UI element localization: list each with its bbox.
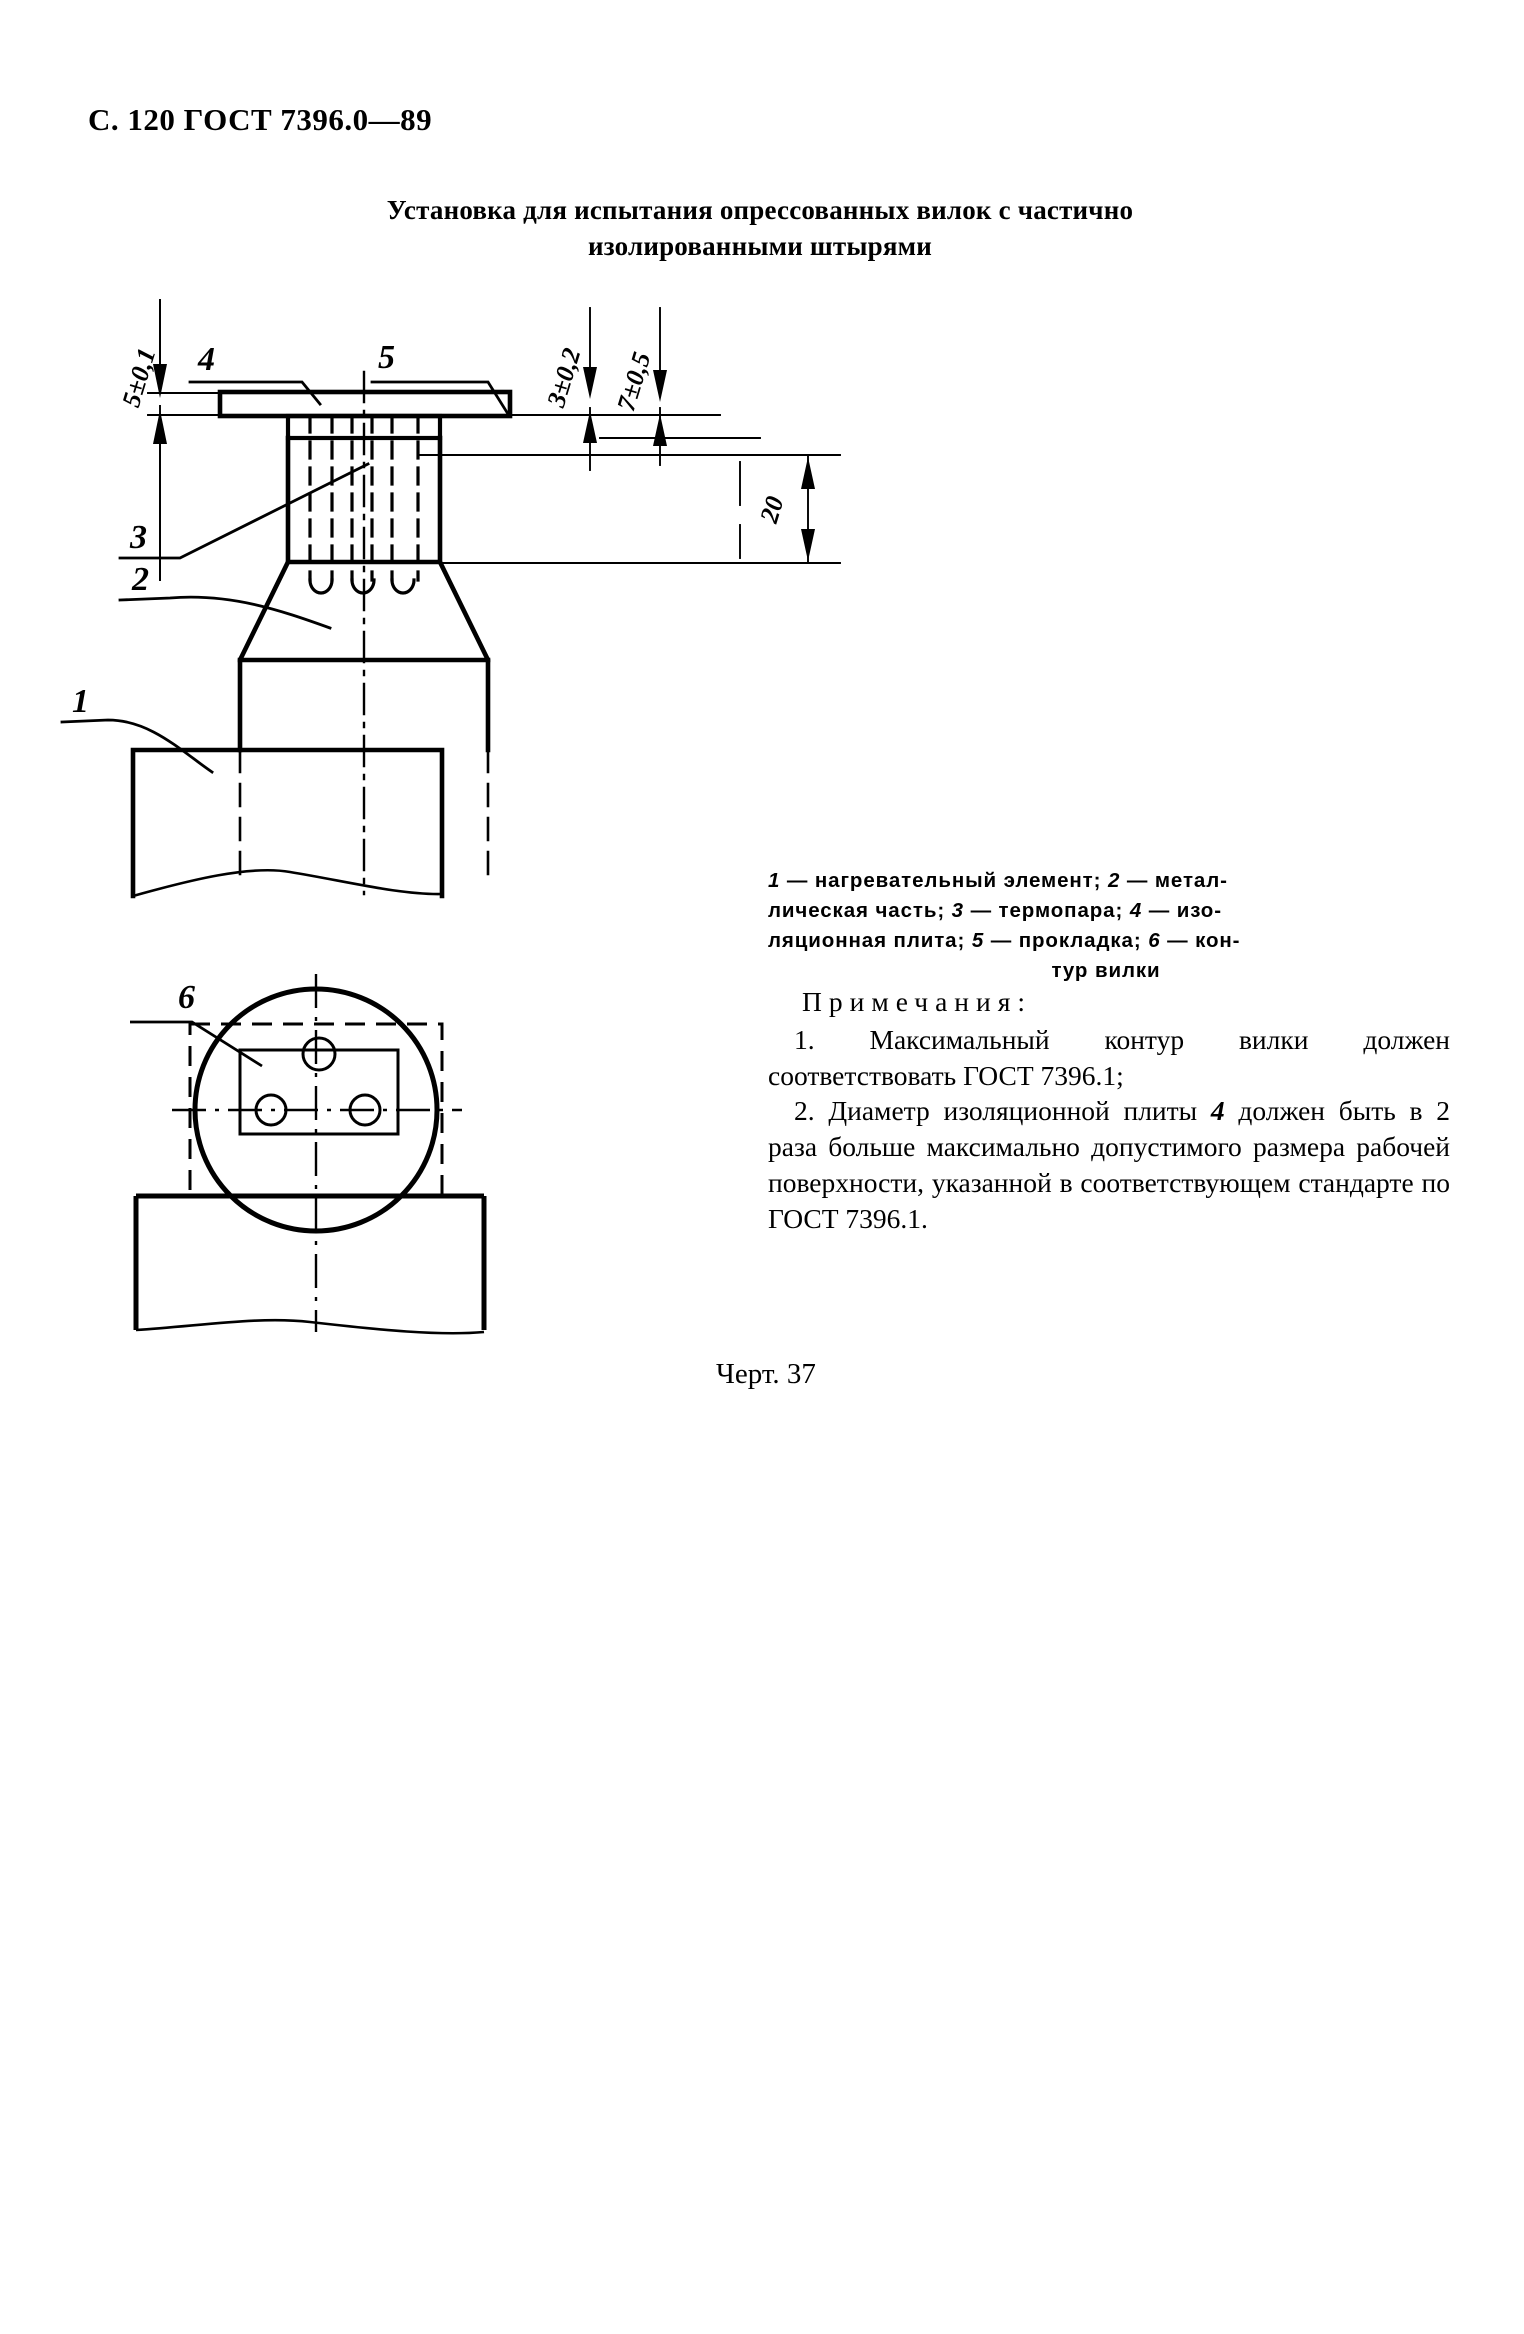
note-item-2: 2. Диаметр изоляционной плиты 4 должен б…	[768, 1093, 1450, 1236]
metal-body-taper-right	[436, 558, 491, 753]
pin-tips	[308, 578, 416, 595]
legend-item-5-marker: 5	[971, 929, 985, 953]
dimension-label-20: 20	[754, 493, 790, 527]
figure-title-line-1: Установка для испытания опрессованных ви…	[386, 195, 1134, 225]
heating-element-1-outline	[130, 747, 445, 899]
pins-hidden-outline	[308, 414, 420, 582]
leader-line-6	[130, 1020, 263, 1068]
dim-arrow-5	[153, 364, 167, 444]
note-item-2-callout-ref: 4	[1210, 1095, 1225, 1127]
hidden-edges-lower	[238, 748, 490, 882]
metal-body-upper	[285, 435, 443, 565]
page-running-head: С. 120 ГОСТ 7396.0—89	[88, 102, 433, 137]
plan-view-svg: 6	[130, 974, 487, 1335]
legend-item-2-text-cont: лическая часть;	[768, 899, 952, 923]
figure-notes: Примечания: 1. Максимальный контур вилки…	[768, 984, 1450, 1236]
legend-item-5-text: — прокладка;	[984, 929, 1149, 953]
legend-item-4-marker: 4	[1129, 899, 1143, 923]
legend-line-1: 1 — нагревательный элемент; 2 — метал-	[768, 866, 1444, 896]
callout-label-2: 2	[131, 561, 149, 598]
metal-body-taper-left	[237, 558, 292, 753]
technical-drawing-side-view: 5±0,1 3±0,2 7±0,5 20 4 5 3 2 1	[60, 280, 920, 899]
legend-item-6-marker: 6	[1148, 929, 1161, 953]
legend-item-1-text: — нагревательный элемент;	[780, 869, 1108, 892]
callout-label-1: 1	[72, 683, 89, 720]
callout-label-3: 3	[129, 519, 147, 556]
figure-legend: 1 — нагревательный элемент; 2 — метал- л…	[768, 866, 1444, 987]
side-view-svg: 5±0,1 3±0,2 7±0,5 20 4 5 3 2 1	[60, 299, 841, 899]
extension-lines	[147, 299, 841, 581]
legend-item-3-marker: 3	[951, 899, 964, 923]
heating-element-plan-break-line	[135, 1318, 485, 1335]
legend-item-3-text: — термопара;	[963, 899, 1130, 923]
leader-lines	[60, 380, 510, 774]
plug-contour-6	[238, 1048, 400, 1136]
dim-arrow-7	[653, 370, 667, 446]
legend-item-4-text: — изо-	[1142, 899, 1222, 923]
note-item-2-part-b: должен быть в 2 раза больше максимально …	[768, 1095, 1450, 1234]
dimension-label-3: 3±0,2	[541, 345, 587, 412]
notes-heading: Примечания:	[802, 986, 1033, 1017]
figure-title-line-2: изолированными штырями	[587, 231, 933, 262]
note-item-1: 1. Максимальный контур вилки должен соот…	[768, 1023, 1450, 1091]
heating-element-plan-outline	[133, 1193, 487, 1330]
heating-element-1-break-line	[131, 868, 444, 898]
note-item-2-part-a: 2. Диаметр изоляционной плиты	[794, 1095, 1211, 1127]
legend-line-4: тур вилки	[1051, 959, 1161, 983]
callout-label-5: 5	[378, 339, 395, 376]
legend-line-3: ляционная плита; 5 — прокладка; 6 — кон-	[768, 926, 1444, 956]
legend-item-2-marker: 2	[1107, 869, 1121, 892]
legend-item-2-text: — метал-	[1120, 869, 1228, 892]
callout-label-6: 6	[178, 979, 195, 1016]
legend-line-2: лическая часть; 3 — термопара; 4 — изо-	[768, 896, 1444, 926]
centre-lines-plan	[172, 974, 462, 1332]
dim-arrow-3	[583, 367, 597, 443]
dim-arrow-20	[801, 457, 815, 561]
figure-caption: Черт. 37	[716, 1358, 816, 1390]
legend-item-6-text: — кон-	[1160, 929, 1241, 953]
legend-item-4-text-cont: ляционная плита;	[768, 929, 972, 953]
technical-drawing-plan-view: 6	[130, 940, 680, 1360]
dimension-label-5: 5±0,1	[116, 345, 161, 411]
figure-title: Установка для испытания опрессованных ви…	[180, 192, 1340, 265]
dimension-label-7: 7±0,5	[611, 349, 656, 415]
callout-label-4: 4	[197, 341, 215, 378]
legend-item-1-marker: 1	[768, 869, 781, 892]
